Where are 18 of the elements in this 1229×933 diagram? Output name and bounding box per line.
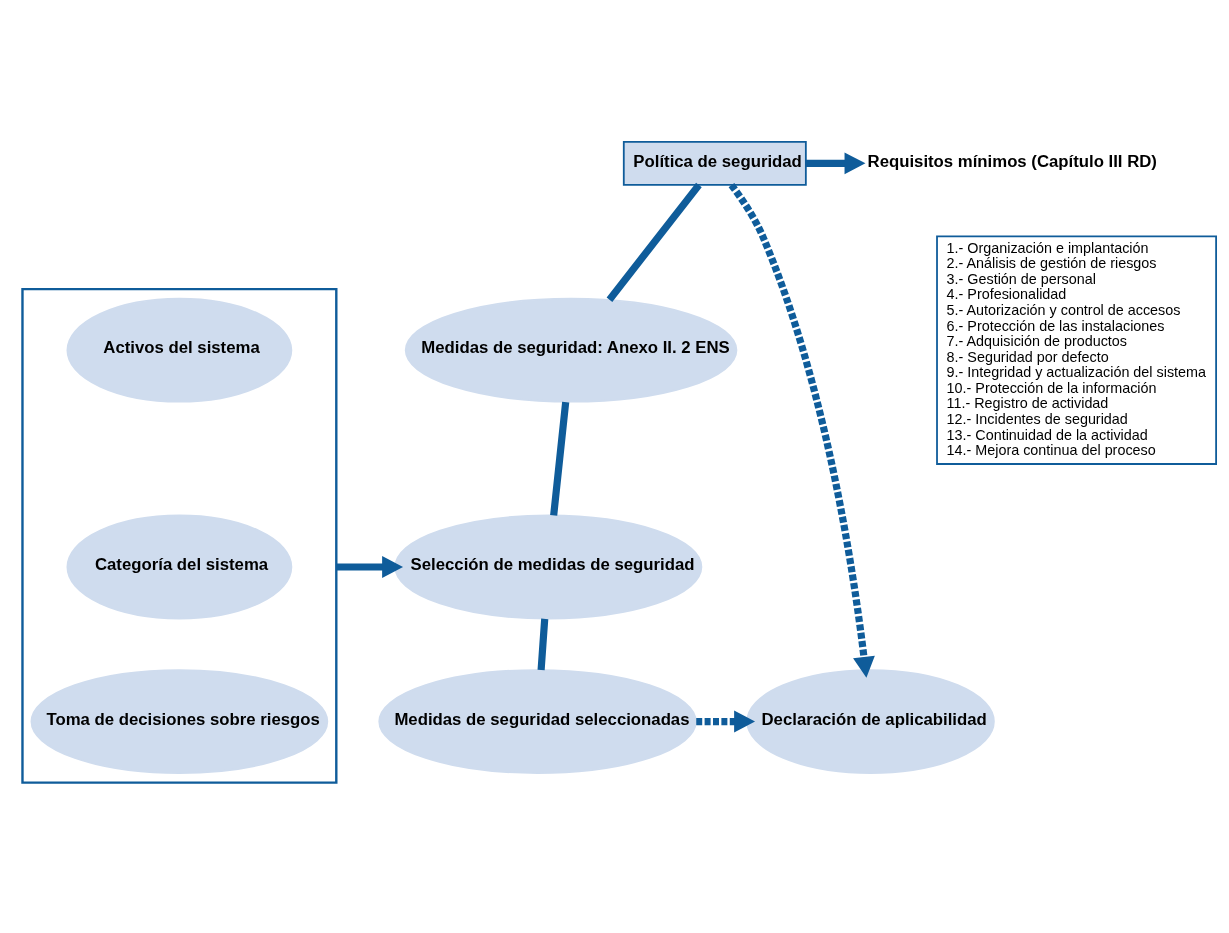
connector: [606, 182, 702, 302]
arrow: [336, 555, 404, 578]
node-ellipse: Activos del sistema: [66, 297, 293, 403]
node-ellipse: Selección de medidas de seguridad: [394, 514, 703, 619]
node-ellipse: Medidas de seguridad seleccionadas: [378, 668, 697, 774]
arrow: [728, 182, 875, 678]
connector: [550, 401, 570, 516]
cluster: [21, 287, 338, 784]
node-box: Política de seguridad: [622, 140, 807, 186]
node-box: 1.- Organización e implantación 2.- Análisis de gestión de riesgos 3.- Gestión de personal 4.- Profesionalidad 5.- Autorización y control de accesos 6.- Protección de las instalaciones 7.- Adquisición de productos 8.- Seguridad por defecto 9.- Integridad y actualización del sistema 10.- Protección de la información 11.- Registro de actividad 12.- Incidentes de seguridad 13.- Continuidad de la actividad 14.- Mejora continua del proceso: [936, 235, 1217, 465]
node-ellipse: Toma de decisiones sobre riesgos: [30, 668, 329, 774]
arrow: [696, 710, 756, 732]
arrow: [805, 151, 866, 174]
connector: [537, 618, 549, 670]
node-ellipse: Declaración de aplicabilidad: [746, 668, 995, 774]
node-ellipse: Medidas de seguridad: Anexo II. 2 ENS: [404, 297, 738, 403]
node-text: Requisitos mínimos (Capítulo III RD): [867, 151, 1157, 171]
node-ellipse: Categoría del sistema: [66, 514, 293, 619]
